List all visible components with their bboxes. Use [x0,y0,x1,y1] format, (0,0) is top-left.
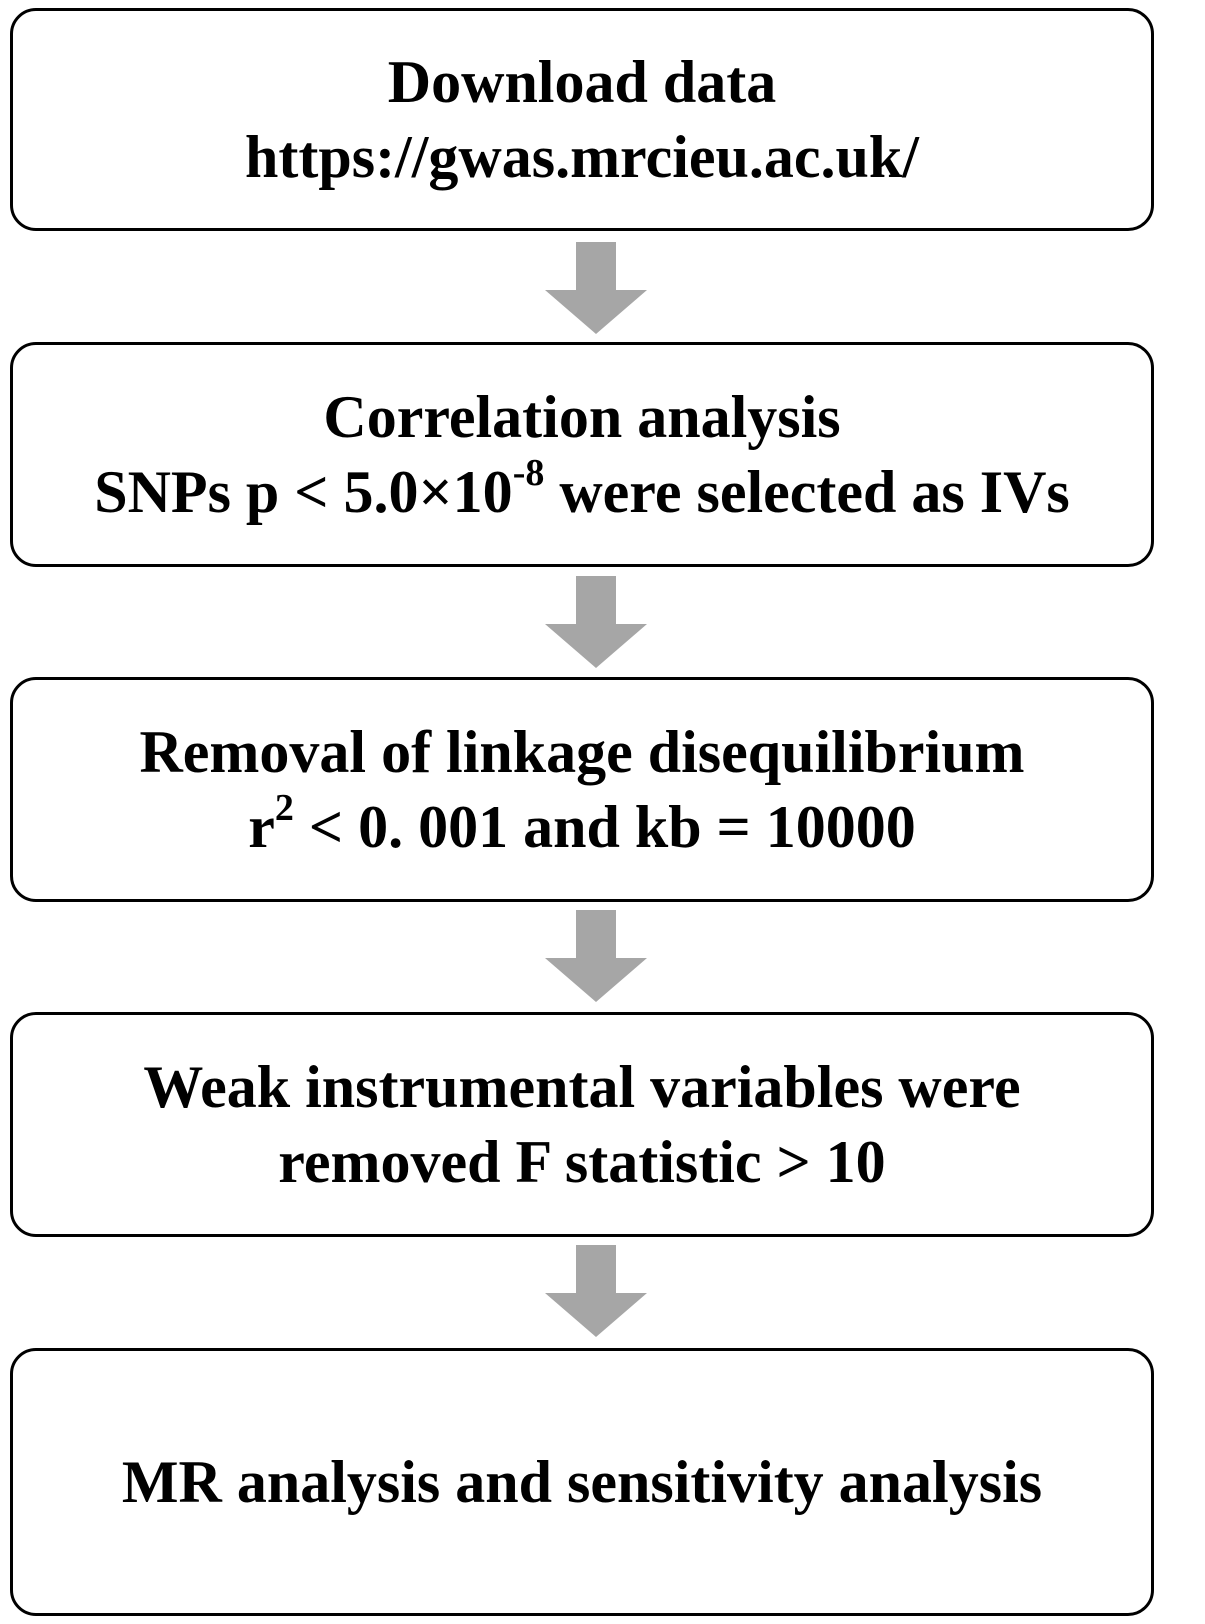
down-arrow-icon [545,242,647,334]
detail-exponent: -8 [512,451,545,494]
down-arrow-icon [545,576,647,668]
step-linkage-disequilibrium: Removal of linkage disequilibrium r2 < 0… [10,677,1154,902]
step-detail: r2 < 0. 001 and kb = 10000 [248,786,916,864]
step-title: Weak instrumental variables were [143,1054,1021,1121]
down-arrow-icon [545,910,647,1002]
step-correlation-analysis: Correlation analysis SNPs p < 5.0×10-8 w… [10,342,1154,567]
detail-exponent: 2 [274,786,294,829]
step-detail: removed F statistic > 10 [278,1128,886,1195]
step-title: Removal of linkage disequilibrium [139,719,1025,786]
step-title: Download data [387,49,777,116]
detail-post: < 0. 001 and kb = 10000 [293,793,916,860]
detail-pre: r [248,793,275,860]
step-title: MR analysis and sensitivity analysis [121,1448,1043,1515]
down-arrow-icon [545,1245,647,1337]
detail-post: were selected as IVs [544,458,1070,525]
step-detail: SNPs p < 5.0×10-8 were selected as IVs [94,451,1070,529]
step-download-data: Download data https://gwas.mrcieu.ac.uk/ [10,8,1154,231]
step-title: Correlation analysis [323,384,841,451]
detail-pre: SNPs p < 5.0×10 [94,458,513,525]
step-detail-url: https://gwas.mrcieu.ac.uk/ [245,123,919,190]
step-mr-analysis: MR analysis and sensitivity analysis [10,1348,1154,1616]
step-weak-instruments: Weak instrumental variables were removed… [10,1012,1154,1237]
